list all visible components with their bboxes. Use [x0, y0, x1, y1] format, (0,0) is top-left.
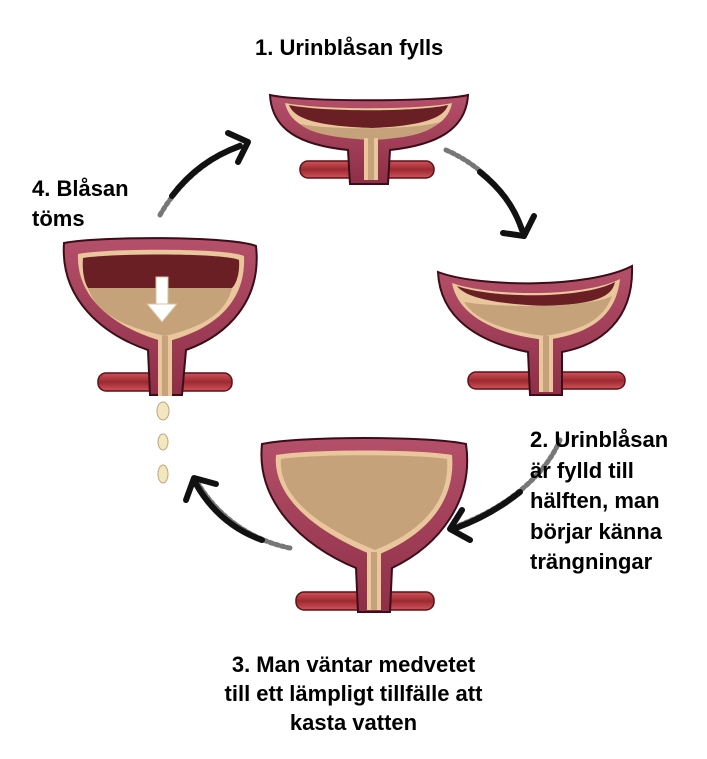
- bladder-4: [62, 237, 258, 484]
- bladder-1: [268, 93, 470, 185]
- cycle-arrow-1-to-2: [443, 147, 537, 239]
- step-3-line-1: 3. Man väntar medvetet: [231, 652, 476, 677]
- drop-2: [157, 433, 169, 451]
- cycle-arrow-4-to-1: [157, 130, 251, 218]
- cycle-arrow-3-to-4: [183, 475, 293, 551]
- step-2-line-1: 2. Urinblåsan: [530, 427, 669, 452]
- step-2-label: 2. Urinblåsan är fylld till hälften, man…: [530, 425, 668, 578]
- step-3-line-2: till ett lämpligt tillfälle att: [224, 681, 483, 706]
- step-2-line-4: börjar känna: [530, 518, 663, 544]
- step-4-label: 4. Blåsan töms: [32, 174, 129, 234]
- bladder-2: [436, 264, 634, 396]
- step-2-line-3: hälften, man: [530, 488, 660, 513]
- step-1-label: 1. Urinblåsan fylls: [255, 34, 443, 62]
- cycle-arrow-2-to-3: [447, 437, 563, 543]
- step-4-line-2: töms: [32, 206, 85, 231]
- step-1-line-1: 1. Urinblåsan fylls: [255, 35, 444, 60]
- step-3-line-3: kasta vatten: [289, 710, 418, 735]
- step-3-label: 3. Man väntar medvetet till ett lämpligt…: [0, 650, 707, 737]
- step-2-line-5: trängningar: [530, 549, 653, 574]
- down-arrow-icon: [145, 276, 179, 323]
- step-4-line-1: 4. Blåsan: [32, 176, 129, 201]
- drop-1: [156, 401, 170, 421]
- bladder-3: [260, 437, 469, 613]
- drop-3: [157, 464, 169, 484]
- step-2-line-2: är fylld till: [530, 457, 634, 483]
